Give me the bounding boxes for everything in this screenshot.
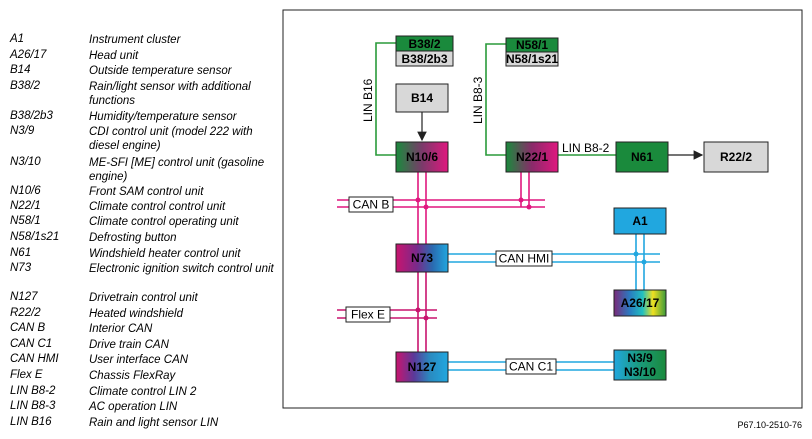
legend-desc: Windshield heater control unit — [89, 248, 241, 260]
legend-code: LIN B8-3 — [10, 400, 56, 412]
n10-6-label: N10/6 — [406, 150, 438, 164]
flex-e-label: Flex E — [351, 308, 385, 322]
legend-code: CAN C1 — [10, 338, 53, 350]
n127-label: N127 — [408, 360, 437, 374]
legend-desc: Head unit — [89, 50, 139, 62]
legend-code: A1 — [10, 33, 25, 45]
box-n58-1: N58/1 — [505, 37, 559, 53]
n61-label: N61 — [631, 150, 653, 164]
box-n73: N73 — [395, 243, 449, 273]
legend-desc: Instrument cluster — [89, 34, 181, 46]
legend-desc: Electronic ignition switch control unit — [89, 263, 274, 275]
bus-label-can-hmi: CAN HMI — [495, 250, 553, 267]
legend-code: N127 — [10, 291, 38, 303]
legend-code: N61 — [10, 247, 32, 259]
box-n22-1: N22/1 — [505, 141, 559, 173]
lin-b8-3-line — [485, 43, 506, 156]
n58-1-label: N58/1 — [516, 38, 548, 52]
legend-code: N3/10 — [10, 156, 41, 168]
box-n58-1s21: N58/1s21 — [505, 51, 559, 67]
legend-desc: CDI control unit (model 222 with diesel … — [89, 126, 253, 152]
lin-b8-3-label: LIN B8-3 — [471, 76, 485, 124]
can-hmi-lines — [448, 233, 660, 290]
legend: A1 Instrument cluster A26/17 Head unit B… — [0, 0, 280, 439]
legend-desc: Interior CAN — [89, 323, 153, 335]
legend-desc: Climate control LIN 2 — [89, 386, 197, 398]
box-n10-6: N10/6 — [395, 141, 449, 173]
legend-code: LIN B16 — [10, 416, 52, 428]
legend-desc: Drivetrain control unit — [89, 292, 198, 304]
legend-code: N22/1 — [10, 200, 41, 212]
legend-desc: Rain and light sensor LIN — [89, 417, 219, 429]
box-b38-2b3: B38/2b3 — [395, 50, 454, 67]
lin-b16-line — [375, 42, 396, 156]
n22-1-label: N22/1 — [516, 150, 548, 164]
can-c1-label: CAN C1 — [509, 360, 553, 374]
can-hmi-junctions — [633, 251, 647, 265]
box-n61: N61 — [615, 141, 669, 173]
lin-lines — [375, 42, 616, 156]
legend-desc: Defrosting button — [89, 232, 177, 244]
legend-code: N3/9 — [10, 125, 35, 137]
legend-desc: Humidity/temperature sensor — [89, 111, 237, 123]
b14-label: B14 — [411, 91, 433, 105]
box-a26-17: A26/17 — [613, 289, 667, 317]
legend-desc: User interface CAN — [89, 354, 189, 366]
legend-desc: AC operation LIN — [89, 401, 178, 413]
lin-b16-label: LIN B16 — [361, 78, 375, 122]
legend-desc: Chassis FlexRay — [89, 370, 176, 382]
n58-1s21-label: N58/1s21 — [506, 52, 558, 66]
legend-code: R22/2 — [10, 307, 41, 319]
legend-code: Flex E — [10, 369, 43, 381]
legend-desc: ME-SFI [ME] control unit (gasoline engin… — [89, 157, 265, 183]
legend-code: N10/6 — [10, 185, 41, 197]
legend-desc: Outside temperature sensor — [89, 65, 232, 77]
legend-code: B38/2b3 — [10, 110, 53, 122]
legend-desc: Front SAM control unit — [89, 186, 204, 198]
legend-code: LIN B8-2 — [10, 385, 56, 397]
box-b14: B14 — [395, 83, 449, 113]
box-b38-2: B38/2 — [395, 35, 454, 52]
can-b-label: CAN B — [353, 198, 390, 212]
figure-reference: P67.10-2510-76 — [737, 420, 802, 430]
legend-code: CAN HMI — [10, 353, 59, 365]
legend-code: B38/2 — [10, 80, 41, 92]
legend-code: N73 — [10, 262, 32, 274]
lin-b8-2-label: LIN B8-2 — [562, 141, 610, 155]
n3-9-label: N3/9 — [627, 351, 653, 365]
b38-2-label: B38/2 — [408, 37, 440, 51]
box-n127: N127 — [395, 351, 449, 383]
bus-label-flex-e: Flex E — [345, 306, 391, 323]
a26-17-label: A26/17 — [621, 296, 660, 310]
diagram-frame — [282, 9, 803, 409]
a1-label: A1 — [632, 214, 648, 228]
box-r22-2: R22/2 — [703, 141, 769, 173]
flex-e-junctions — [415, 307, 429, 321]
can-b-junctions — [415, 197, 532, 210]
box-n3: N3/9 N3/10 — [613, 349, 667, 381]
legend-code: N58/1s21 — [10, 231, 60, 243]
bus-label-can-b: CAN B — [348, 196, 394, 213]
legend-desc: Heated windshield — [89, 308, 183, 320]
legend-desc: Climate control operating unit — [89, 216, 239, 228]
bus-label-can-c1: CAN C1 — [505, 358, 557, 375]
box-a1: A1 — [613, 207, 667, 235]
legend-code: CAN B — [10, 322, 46, 334]
legend-code: A26/17 — [10, 49, 47, 61]
legend-code: N58/1 — [10, 215, 41, 227]
legend-code: B14 — [10, 64, 31, 76]
legend-desc: Rain/light sensor with additional functi… — [89, 81, 251, 107]
n3-10-label: N3/10 — [624, 365, 656, 379]
r22-2-label: R22/2 — [720, 150, 752, 164]
legend-desc: Drive train CAN — [89, 339, 169, 351]
legend-desc: Climate control control unit — [89, 201, 226, 213]
b38-2b3-label: B38/2b3 — [401, 52, 447, 66]
n73-label: N73 — [411, 251, 433, 265]
can-hmi-label: CAN HMI — [499, 252, 550, 266]
